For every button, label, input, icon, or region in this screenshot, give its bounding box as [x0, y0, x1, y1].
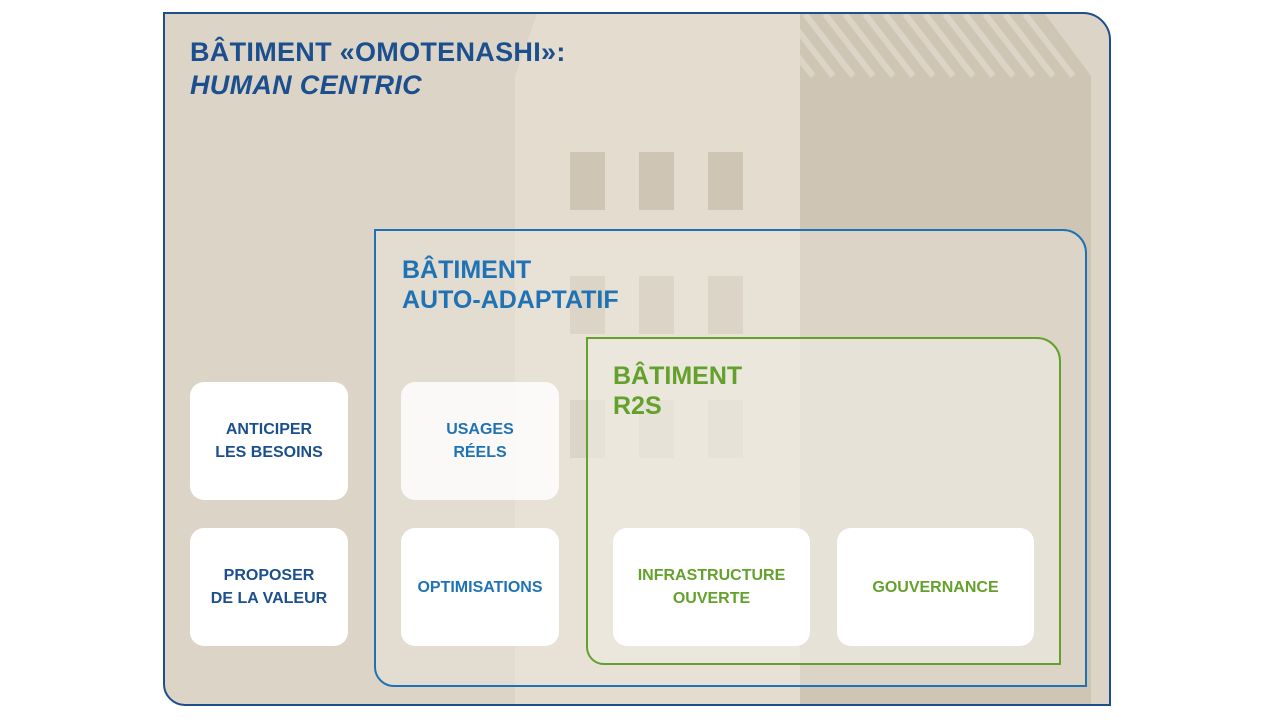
roof-stripes — [762, 14, 1076, 78]
r2s-title: BÂTIMENT R2S — [613, 361, 742, 421]
auto-adaptatif-title-line1: BÂTIMENT — [402, 256, 532, 284]
human-centric-title: BÂTIMENT «OMOTENASHI»: HUMAN CENTRIC — [190, 36, 566, 102]
card-optimisations: OPTIMISATIONS — [401, 528, 559, 646]
human-centric-title-line1: BÂTIMENT «OMOTENASHI»: — [190, 37, 566, 67]
card-usages-reels: USAGES RÉELS — [401, 382, 559, 500]
card-infrastructure-ouverte: INFRASTRUCTURE OUVERTE — [613, 528, 810, 646]
human-centric-title-line2: HUMAN CENTRIC — [190, 70, 422, 100]
card-proposer-de-la-valeur: PROPOSER DE LA VALEUR — [190, 528, 348, 646]
auto-adaptatif-title-line2: AUTO-ADAPTATIF — [402, 286, 619, 314]
r2s-title-line1: BÂTIMENT — [613, 362, 743, 390]
card-anticiper-les-besoins: ANTICIPER LES BESOINS — [190, 382, 348, 500]
r2s-title-line2: R2S — [613, 392, 662, 420]
auto-adaptatif-title: BÂTIMENT AUTO-ADAPTATIF — [402, 255, 619, 315]
card-gouvernance: GOUVERNANCE — [837, 528, 1034, 646]
